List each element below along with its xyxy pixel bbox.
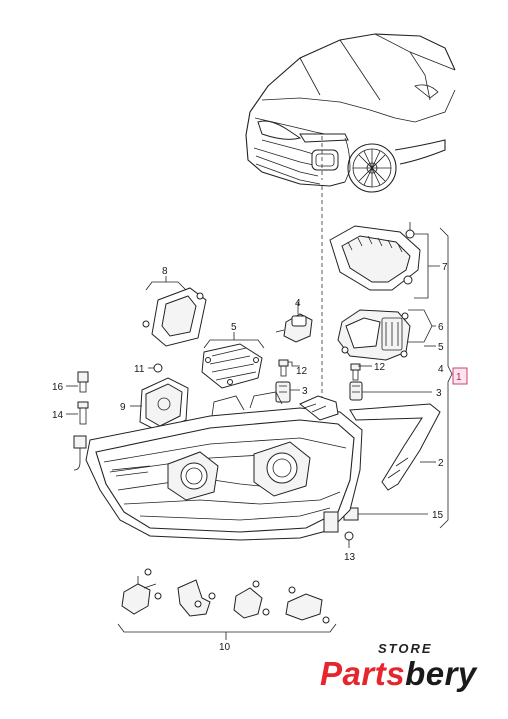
part-8-bracket — [142, 287, 207, 347]
part-7-frame — [329, 222, 421, 291]
car-illustration — [245, 33, 456, 193]
part-10-repair-brackets — [121, 568, 330, 624]
callout-4b: 4 — [438, 364, 444, 375]
part-15-bracket — [343, 507, 428, 521]
headlight-housing — [73, 391, 363, 541]
callout-6: 6 — [438, 322, 444, 333]
callout-3a: 3 — [302, 386, 308, 397]
callout-12a: 12 — [296, 366, 308, 377]
callout-1-highlight — [452, 367, 468, 385]
part-3-bracket-right — [349, 381, 432, 401]
callout-13: 13 — [344, 552, 356, 563]
part-3-bracket-left — [275, 381, 300, 403]
brand-name-part2: bery — [405, 655, 477, 692]
callout-10: 10 — [219, 642, 231, 653]
part-2-trim-strip — [349, 403, 441, 491]
part-11-screw — [148, 363, 163, 373]
callout-11: 11 — [134, 364, 145, 375]
brand-name-part1: Parts — [320, 655, 406, 692]
part-5-ballast — [201, 343, 263, 389]
callout-8: 8 — [162, 266, 168, 277]
brand-logo: Partsbery — [320, 655, 477, 693]
callout-16: 16 — [52, 382, 64, 393]
part-4-actuator — [275, 302, 313, 343]
callout-2: 2 — [438, 458, 444, 469]
callout-1: 1 — [456, 372, 462, 383]
part-13-screw — [344, 531, 354, 548]
part-12-screw-right — [350, 363, 372, 381]
callout-7: 7 — [442, 262, 448, 273]
part-9-module — [130, 377, 189, 433]
part-12-screw-left — [278, 359, 300, 377]
part-6-led-module — [337, 309, 411, 361]
callout-15: 15 — [432, 510, 444, 521]
part-14-screw — [66, 401, 89, 425]
callout-12b: 12 — [374, 362, 386, 373]
callout-14: 14 — [52, 410, 64, 421]
callout-3b: 3 — [436, 388, 442, 399]
callout-5a: 5 — [231, 322, 237, 333]
brand-store-label: STORE — [378, 641, 433, 656]
callout-9: 9 — [120, 402, 126, 413]
callout-4a: 4 — [295, 298, 301, 309]
part-16-screw — [66, 371, 89, 393]
callout-5b: 5 — [438, 342, 444, 353]
